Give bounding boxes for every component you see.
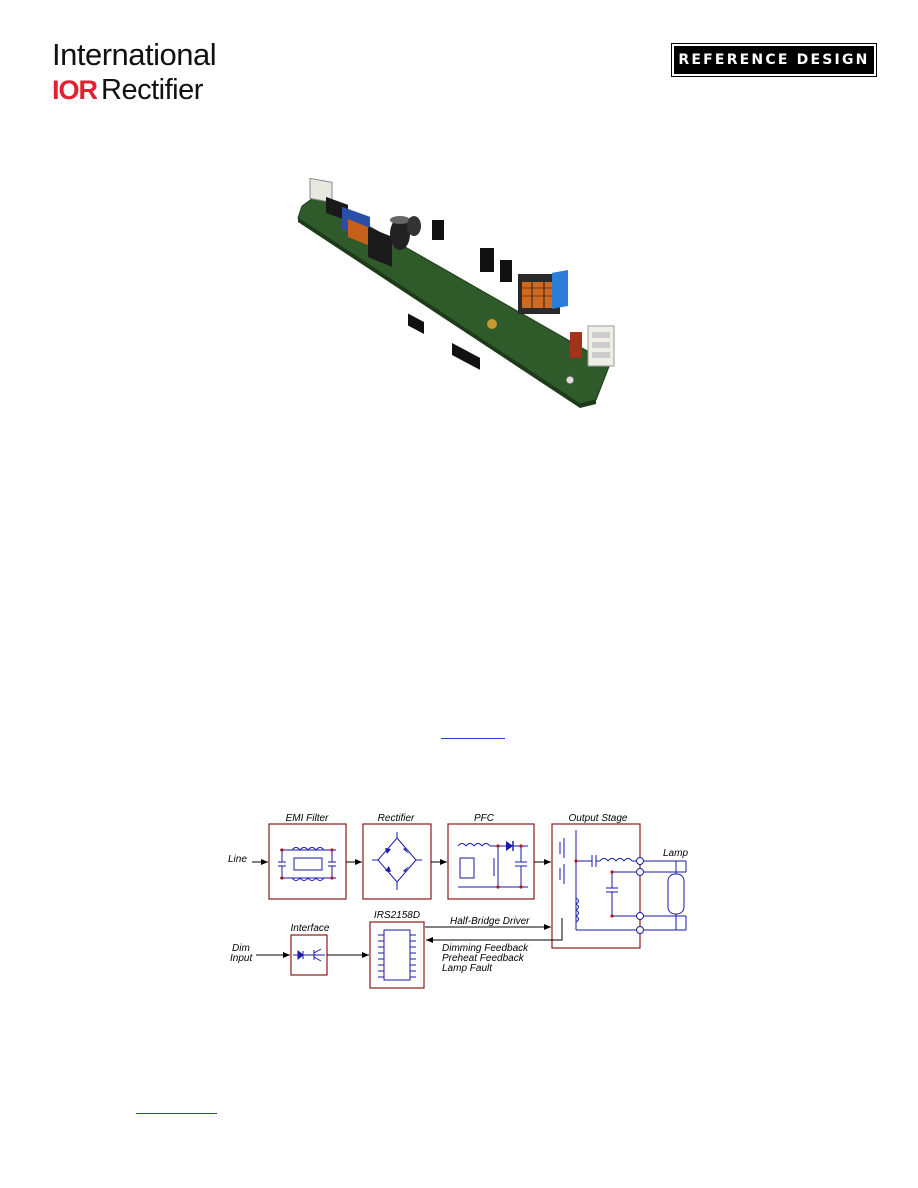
output-stage-label: Output Stage — [569, 813, 628, 824]
feedback-arrow — [426, 918, 563, 943]
pcb-board-photo — [297, 177, 615, 408]
company-logo: International IOR Rectifier — [52, 38, 222, 106]
dimming-feedback-label: Dimming Feedback — [442, 943, 529, 954]
interface-label: Interface — [291, 923, 330, 934]
preheat-feedback-label: Preheat Feedback — [442, 953, 525, 964]
ic-block — [369, 921, 425, 989]
logo-text-international: International — [52, 37, 217, 72]
half-bridge-driver-label: Half-Bridge Driver — [450, 916, 530, 927]
rectifier-label: Rectifier — [378, 813, 415, 824]
pfc-label: PFC — [474, 813, 495, 824]
hyperlink-underline[interactable] — [441, 738, 505, 739]
ic-label: IRS2158D — [374, 910, 420, 921]
output-stage-block — [551, 823, 641, 949]
dim-input-label: Input — [230, 953, 253, 964]
reference-design-badge: REFERENCE DESIGN — [671, 43, 877, 77]
hyperlink-underline[interactable] — [136, 1113, 217, 1114]
emi-filter-label: EMI Filter — [286, 813, 329, 824]
ior-logo-mark: IOR — [52, 75, 98, 105]
block-diagram: EMI Filter Rectifier PFC — [228, 813, 688, 989]
reference-design-label: REFERENCE DESIGN — [674, 46, 874, 74]
logo-row: IOR Rectifier — [52, 74, 203, 106]
dim-label: Dim — [232, 943, 250, 954]
logo-text-rectifier: Rectifier — [101, 74, 203, 106]
line-label: Line — [228, 854, 247, 865]
lamp-fault-label: Lamp Fault — [442, 963, 493, 974]
lamp-label: Lamp — [663, 848, 688, 859]
